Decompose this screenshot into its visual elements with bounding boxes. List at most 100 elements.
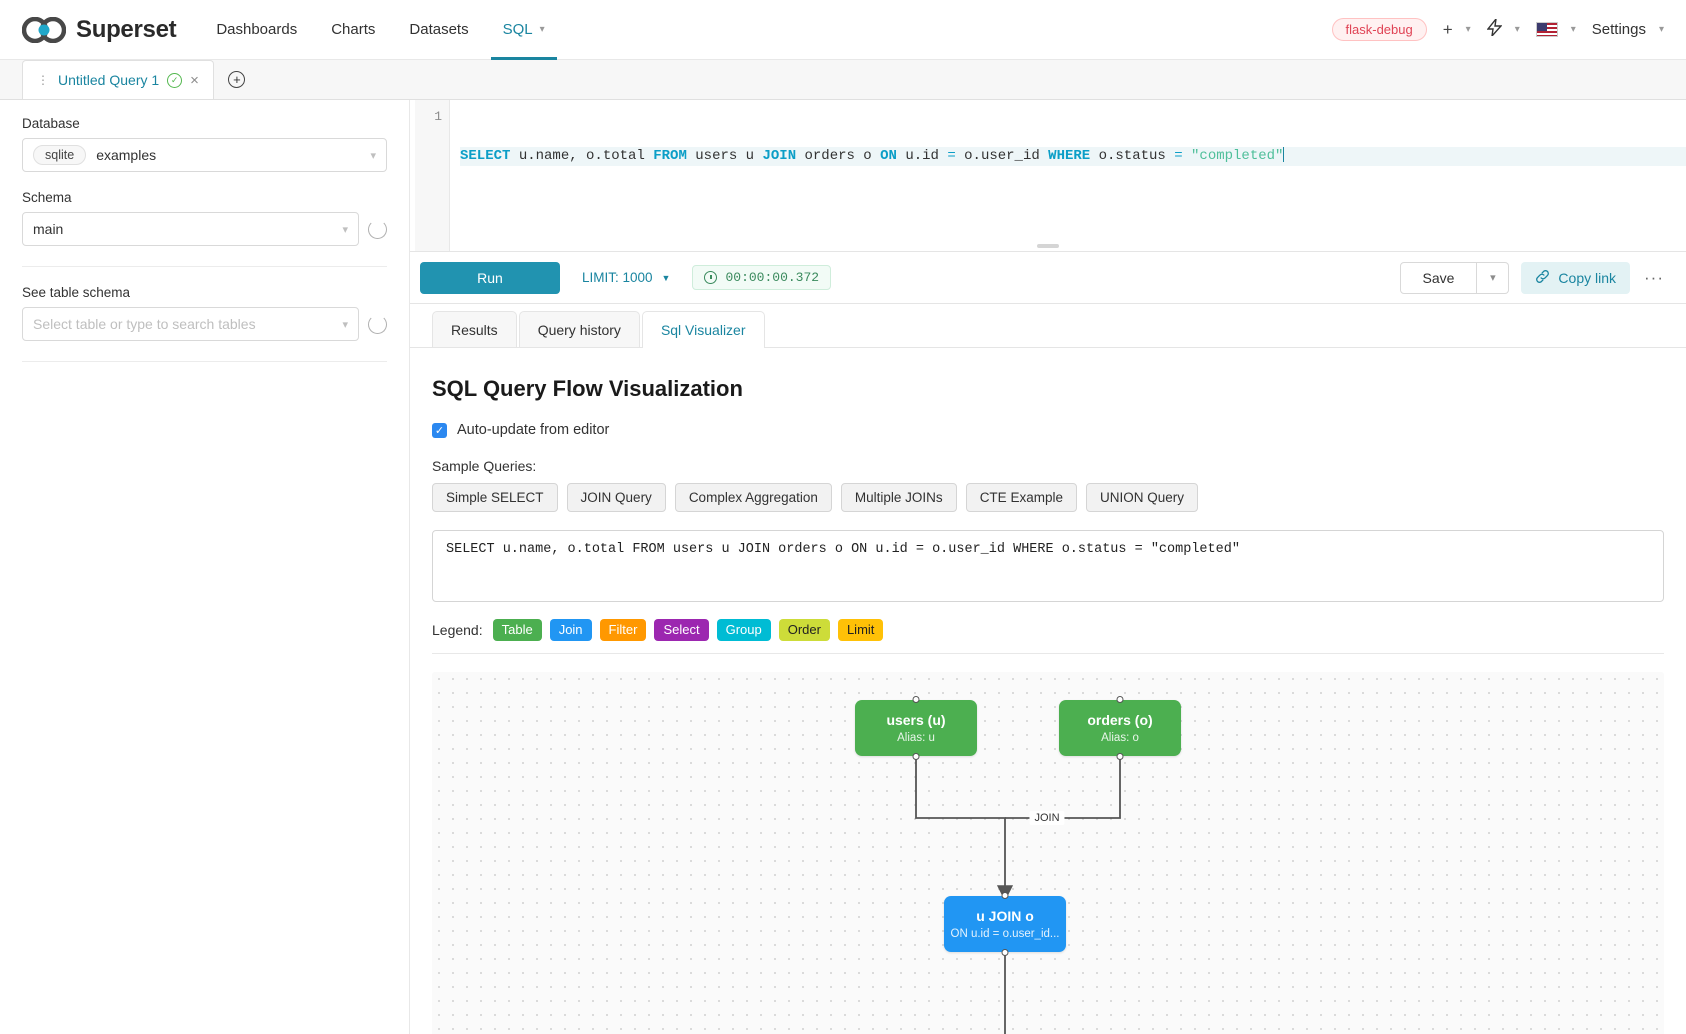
schema-value: main <box>33 221 64 237</box>
limit-label: LIMIT: 1000 <box>582 270 653 285</box>
tab-results-label: Results <box>451 321 498 338</box>
tab-query-history[interactable]: Query history <box>518 311 640 347</box>
sample-queries-label: Sample Queries: <box>432 458 537 474</box>
sql-input[interactable] <box>432 530 1664 602</box>
legend-chip-select: Select <box>654 619 709 642</box>
bolt-menu-button[interactable]: ▾ <box>1486 16 1520 41</box>
page-title: SQL Query Flow Visualization <box>432 376 743 401</box>
code-token: orders o <box>796 148 881 164</box>
legend-divider <box>432 653 1664 655</box>
nav-datasets-label: Datasets <box>409 21 469 38</box>
save-button-group: Save ▾ <box>1399 261 1510 294</box>
new-item-button[interactable]: + ▾ <box>1443 20 1471 40</box>
nav-sql[interactable]: SQL ▾ <box>490 0 557 60</box>
editor-code-line: SELECT u.name, o.total FROM users u JOIN… <box>460 147 1686 166</box>
legend-chip-group: Group <box>716 619 771 642</box>
superset-logo[interactable]: Superset <box>22 15 177 44</box>
node-port-top[interactable] <box>1001 892 1009 900</box>
flow-node-subtitle: Alias: o <box>1101 732 1139 745</box>
resize-handle[interactable] <box>1037 244 1059 248</box>
plus-icon: + <box>1442 19 1453 39</box>
nav-charts-label: Charts <box>331 21 376 38</box>
query-tab-label: Untitled Query 1 <box>58 72 160 88</box>
result-tabs: Results Query history Sql Visualizer <box>410 304 1686 348</box>
see-table-schema-label: See table schema <box>22 285 131 300</box>
legend-chip-table: Table <box>492 619 542 642</box>
node-port-bottom[interactable] <box>912 753 920 761</box>
flow-node-subtitle: Alias: u <box>897 732 935 745</box>
database-value: examples <box>96 147 157 163</box>
code-token: = <box>1174 148 1183 164</box>
more-options-button[interactable]: ··· <box>1644 267 1664 287</box>
editor-code-area[interactable]: SELECT u.name, o.total FROM users u JOIN… <box>450 100 1686 251</box>
panel-divider <box>22 266 387 267</box>
settings-menu[interactable]: Settings ▾ <box>1592 21 1664 38</box>
node-port-bottom[interactable] <box>1116 753 1124 761</box>
node-port-top[interactable] <box>912 696 920 704</box>
line-number: 1 <box>434 109 442 124</box>
query-status-success-icon: ✓ <box>167 72 183 88</box>
auto-update-checkbox[interactable]: ✓ <box>432 422 447 438</box>
sample-query-buttons: Simple SELECT JOIN Query Complex Aggregati… <box>432 483 1664 512</box>
nav-datasets[interactable]: Datasets <box>409 0 468 60</box>
flow-node-title: users (u) <box>886 712 946 729</box>
timer-value: 00:00:00.372 <box>725 270 820 285</box>
copy-link-button[interactable]: Copy link <box>1521 261 1631 294</box>
tab-results[interactable]: Results <box>432 311 517 347</box>
node-port-top[interactable] <box>1116 696 1124 704</box>
sample-query-cte-example[interactable]: CTE Example <box>965 483 1077 512</box>
sample-query-complex-aggregation[interactable]: Complex Aggregation <box>674 483 832 512</box>
right-editor-column: 1 SELECT u.name, o.total FROM users u JO… <box>410 100 1686 1034</box>
tab-sql-visualizer[interactable]: Sql Visualizer <box>641 311 765 348</box>
auto-update-row: ✓ Auto-update from editor <box>432 422 1664 438</box>
database-label: Database <box>22 116 80 131</box>
nav-dashboards[interactable]: Dashboards <box>216 0 297 60</box>
add-query-tab-button[interactable]: + <box>213 60 260 99</box>
legend-chip-filter: Filter <box>599 619 647 642</box>
nav-charts[interactable]: Charts <box>331 0 375 60</box>
legend-label: Legend: <box>432 622 483 639</box>
limit-dropdown[interactable]: LIMIT: 1000 ▼ <box>582 270 670 285</box>
sample-query-union-query[interactable]: UNION Query <box>1085 483 1198 512</box>
sql-editor[interactable]: 1 SELECT u.name, o.total FROM users u JO… <box>410 100 1686 252</box>
left-query-panel: Database sqlite examples ▾ Schema main ▾… <box>0 100 410 1034</box>
query-tab-untitled-query-1[interactable]: ⋮ Untitled Query 1 ✓ × <box>22 60 214 99</box>
editor-gutter: 1 <box>415 100 450 251</box>
save-button[interactable]: Save <box>1399 261 1478 294</box>
schema-label: Schema <box>22 190 72 205</box>
database-select[interactable]: sqlite examples ▾ <box>22 138 387 172</box>
brand-name: Superset <box>76 15 177 43</box>
query-tab-strip: ⋮ Untitled Query 1 ✓ × + <box>0 60 1686 100</box>
language-selector[interactable]: ▾ <box>1535 22 1576 37</box>
sample-query-join-query[interactable]: JOIN Query <box>566 483 666 512</box>
query-flow-canvas[interactable]: users (u) Alias: u orders (o)Alias: o u JOI… <box>432 672 1664 1034</box>
sample-query-simple-select[interactable]: Simple SELECT <box>432 483 558 512</box>
code-token: u.name, o.total <box>510 148 654 164</box>
infinity-logo-icon <box>22 16 66 43</box>
run-button[interactable]: Run <box>420 261 560 294</box>
chevron-down-icon: ▾ <box>370 149 376 162</box>
node-port-bottom[interactable] <box>1001 949 1009 957</box>
refresh-schema-icon[interactable] <box>368 219 387 239</box>
link-icon <box>1535 269 1550 287</box>
sample-query-multiple-joins[interactable]: Multiple JOINs <box>840 483 957 512</box>
plus-circle-icon: + <box>228 71 246 88</box>
drag-dots-icon[interactable]: ⋮ <box>37 73 50 87</box>
tab-sql-visualizer-label: Sql Visualizer <box>660 321 746 338</box>
editor-body: Database sqlite examples ▾ Schema main ▾… <box>0 100 1686 1034</box>
table-select[interactable]: Select table or type to search tables ▾ <box>22 307 359 341</box>
save-dropdown-button[interactable]: ▾ <box>1477 261 1510 294</box>
code-token: "completed" <box>1191 148 1284 164</box>
panel-divider-bottom <box>22 361 387 362</box>
code-token: u.id <box>896 148 948 164</box>
refresh-tables-icon[interactable] <box>368 314 387 334</box>
close-icon[interactable]: × <box>190 71 199 89</box>
schema-select[interactable]: main ▾ <box>22 212 359 246</box>
flow-node-orders[interactable]: orders (o)Alias: o <box>1059 696 1181 761</box>
flow-edge-label: JOIN <box>1029 811 1065 826</box>
legend-chip-limit: Limit <box>837 619 884 642</box>
flow-node-users[interactable]: users (u) Alias: u <box>855 696 977 761</box>
auto-update-label: Auto-update from editor <box>457 422 610 438</box>
